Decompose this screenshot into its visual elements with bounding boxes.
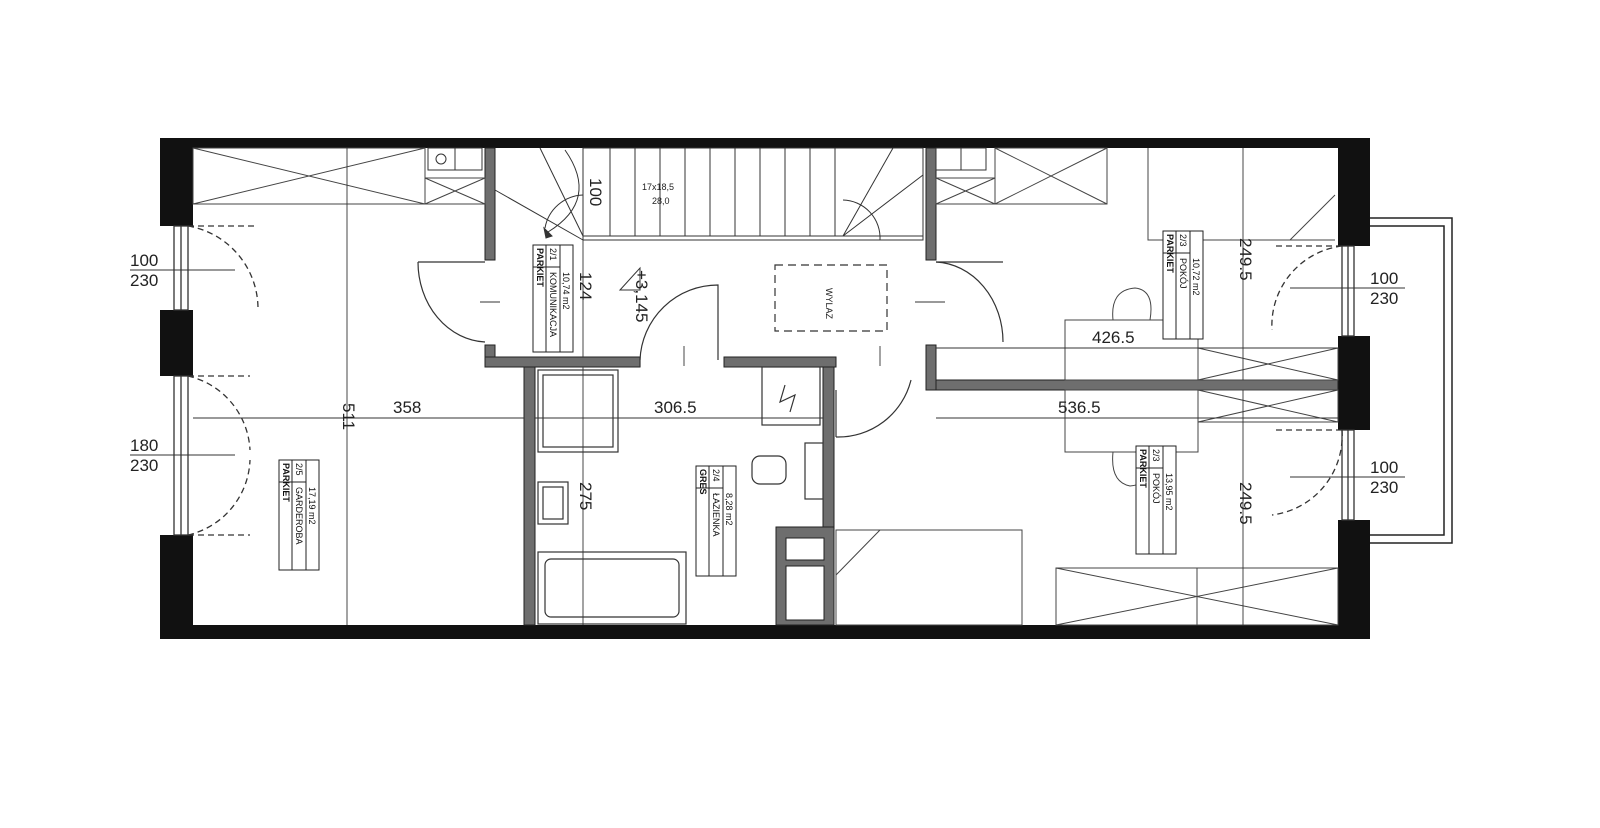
svg-text:PARKIET: PARKIET bbox=[281, 463, 291, 502]
svg-text:GARDEROBA: GARDEROBA bbox=[294, 487, 304, 545]
svg-text:10,72 m2: 10,72 m2 bbox=[1191, 258, 1201, 296]
svg-text:10,74 m2: 10,74 m2 bbox=[561, 272, 571, 310]
svg-text:POKÓJ: POKÓJ bbox=[1178, 258, 1188, 289]
dim-275: 275 bbox=[576, 482, 595, 510]
room-outlines bbox=[835, 148, 1336, 626]
svg-text:2/1: 2/1 bbox=[548, 248, 558, 261]
win-left-top-w: 100 bbox=[130, 251, 158, 270]
room-label-2-3-top: PARKIET 2/3 POKÓJ 10,72 m2 bbox=[1162, 230, 1204, 340]
left-windows bbox=[173, 225, 259, 536]
right-windows bbox=[1271, 245, 1355, 521]
svg-text:2/3: 2/3 bbox=[1151, 449, 1161, 462]
svg-text:PARKIET: PARKIET bbox=[1138, 449, 1148, 488]
win-right-bot-w: 100 bbox=[1370, 458, 1398, 477]
dim-511: 511 bbox=[339, 403, 358, 430]
dim-level: +3,145 bbox=[632, 270, 651, 322]
dim-2495-bottom: 249.5 bbox=[1236, 482, 1255, 525]
dim-4265: 426.5 bbox=[1092, 328, 1135, 347]
svg-text:POKÓJ: POKÓJ bbox=[1151, 473, 1161, 504]
stair-steps: 17x18,5 bbox=[642, 182, 674, 192]
dim-5365: 536.5 bbox=[1058, 398, 1101, 417]
stair-run: 28,0 bbox=[652, 196, 670, 206]
svg-text:KOMUNIKACJA: KOMUNIKACJA bbox=[548, 272, 558, 337]
room-label-2-5: PARKIET 2/5 GARDEROBA 17,19 m2 bbox=[278, 459, 320, 571]
level-marker-icon bbox=[618, 266, 641, 291]
win-right-bot-h: 230 bbox=[1370, 478, 1398, 497]
room-label-2-4: GRES 2/4 ŁAZIENKA 8,28 m2 bbox=[695, 465, 737, 577]
vent-box bbox=[774, 264, 888, 332]
balcony-railing bbox=[1370, 217, 1453, 544]
dim-124: 124 bbox=[576, 272, 595, 300]
svg-text:PARKIET: PARKIET bbox=[535, 248, 545, 287]
win-right-top-w: 100 bbox=[1370, 269, 1398, 288]
doors bbox=[417, 261, 1004, 438]
win-right-top-h: 230 bbox=[1370, 289, 1398, 308]
dim-2495-top: 249.5 bbox=[1236, 238, 1255, 281]
dimension-lines bbox=[130, 148, 1405, 625]
electrical-boxes bbox=[427, 147, 987, 171]
win-left-bot-h: 230 bbox=[130, 456, 158, 475]
room-label-2-1: PARKIET 2/1 KOMUNIKACJA 10,74 m2 bbox=[532, 244, 574, 353]
svg-text:ŁAZIENKA: ŁAZIENKA bbox=[711, 493, 721, 537]
room-label-2-3-bottom: PARKIET 2/3 POKÓJ 13,95 m2 bbox=[1135, 445, 1177, 555]
svg-text:2/4: 2/4 bbox=[711, 469, 721, 482]
win-left-top-h: 230 bbox=[130, 271, 158, 290]
dim-358: 358 bbox=[393, 398, 421, 417]
svg-text:GRES: GRES bbox=[698, 469, 708, 495]
svg-text:PARKIET: PARKIET bbox=[1165, 234, 1175, 273]
shaft bbox=[775, 526, 835, 626]
stair-arrow bbox=[543, 149, 580, 239]
dim-100-stair: 100 bbox=[586, 178, 605, 206]
staircase bbox=[494, 147, 924, 241]
svg-text:13,95 m2: 13,95 m2 bbox=[1164, 473, 1174, 511]
outer-walls bbox=[160, 138, 1370, 639]
bathroom-fixtures bbox=[537, 366, 824, 625]
svg-text:2/3: 2/3 bbox=[1178, 234, 1188, 247]
wardrobes bbox=[192, 147, 1339, 626]
svg-text:17,19 m2: 17,19 m2 bbox=[307, 487, 317, 525]
vent-label: WYLAZ bbox=[824, 288, 834, 320]
win-left-bot-w: 180 bbox=[130, 436, 158, 455]
dim-306: 306.5 bbox=[654, 398, 697, 417]
svg-text:2/5: 2/5 bbox=[294, 463, 304, 476]
svg-text:8,28 m2: 8,28 m2 bbox=[724, 493, 734, 526]
